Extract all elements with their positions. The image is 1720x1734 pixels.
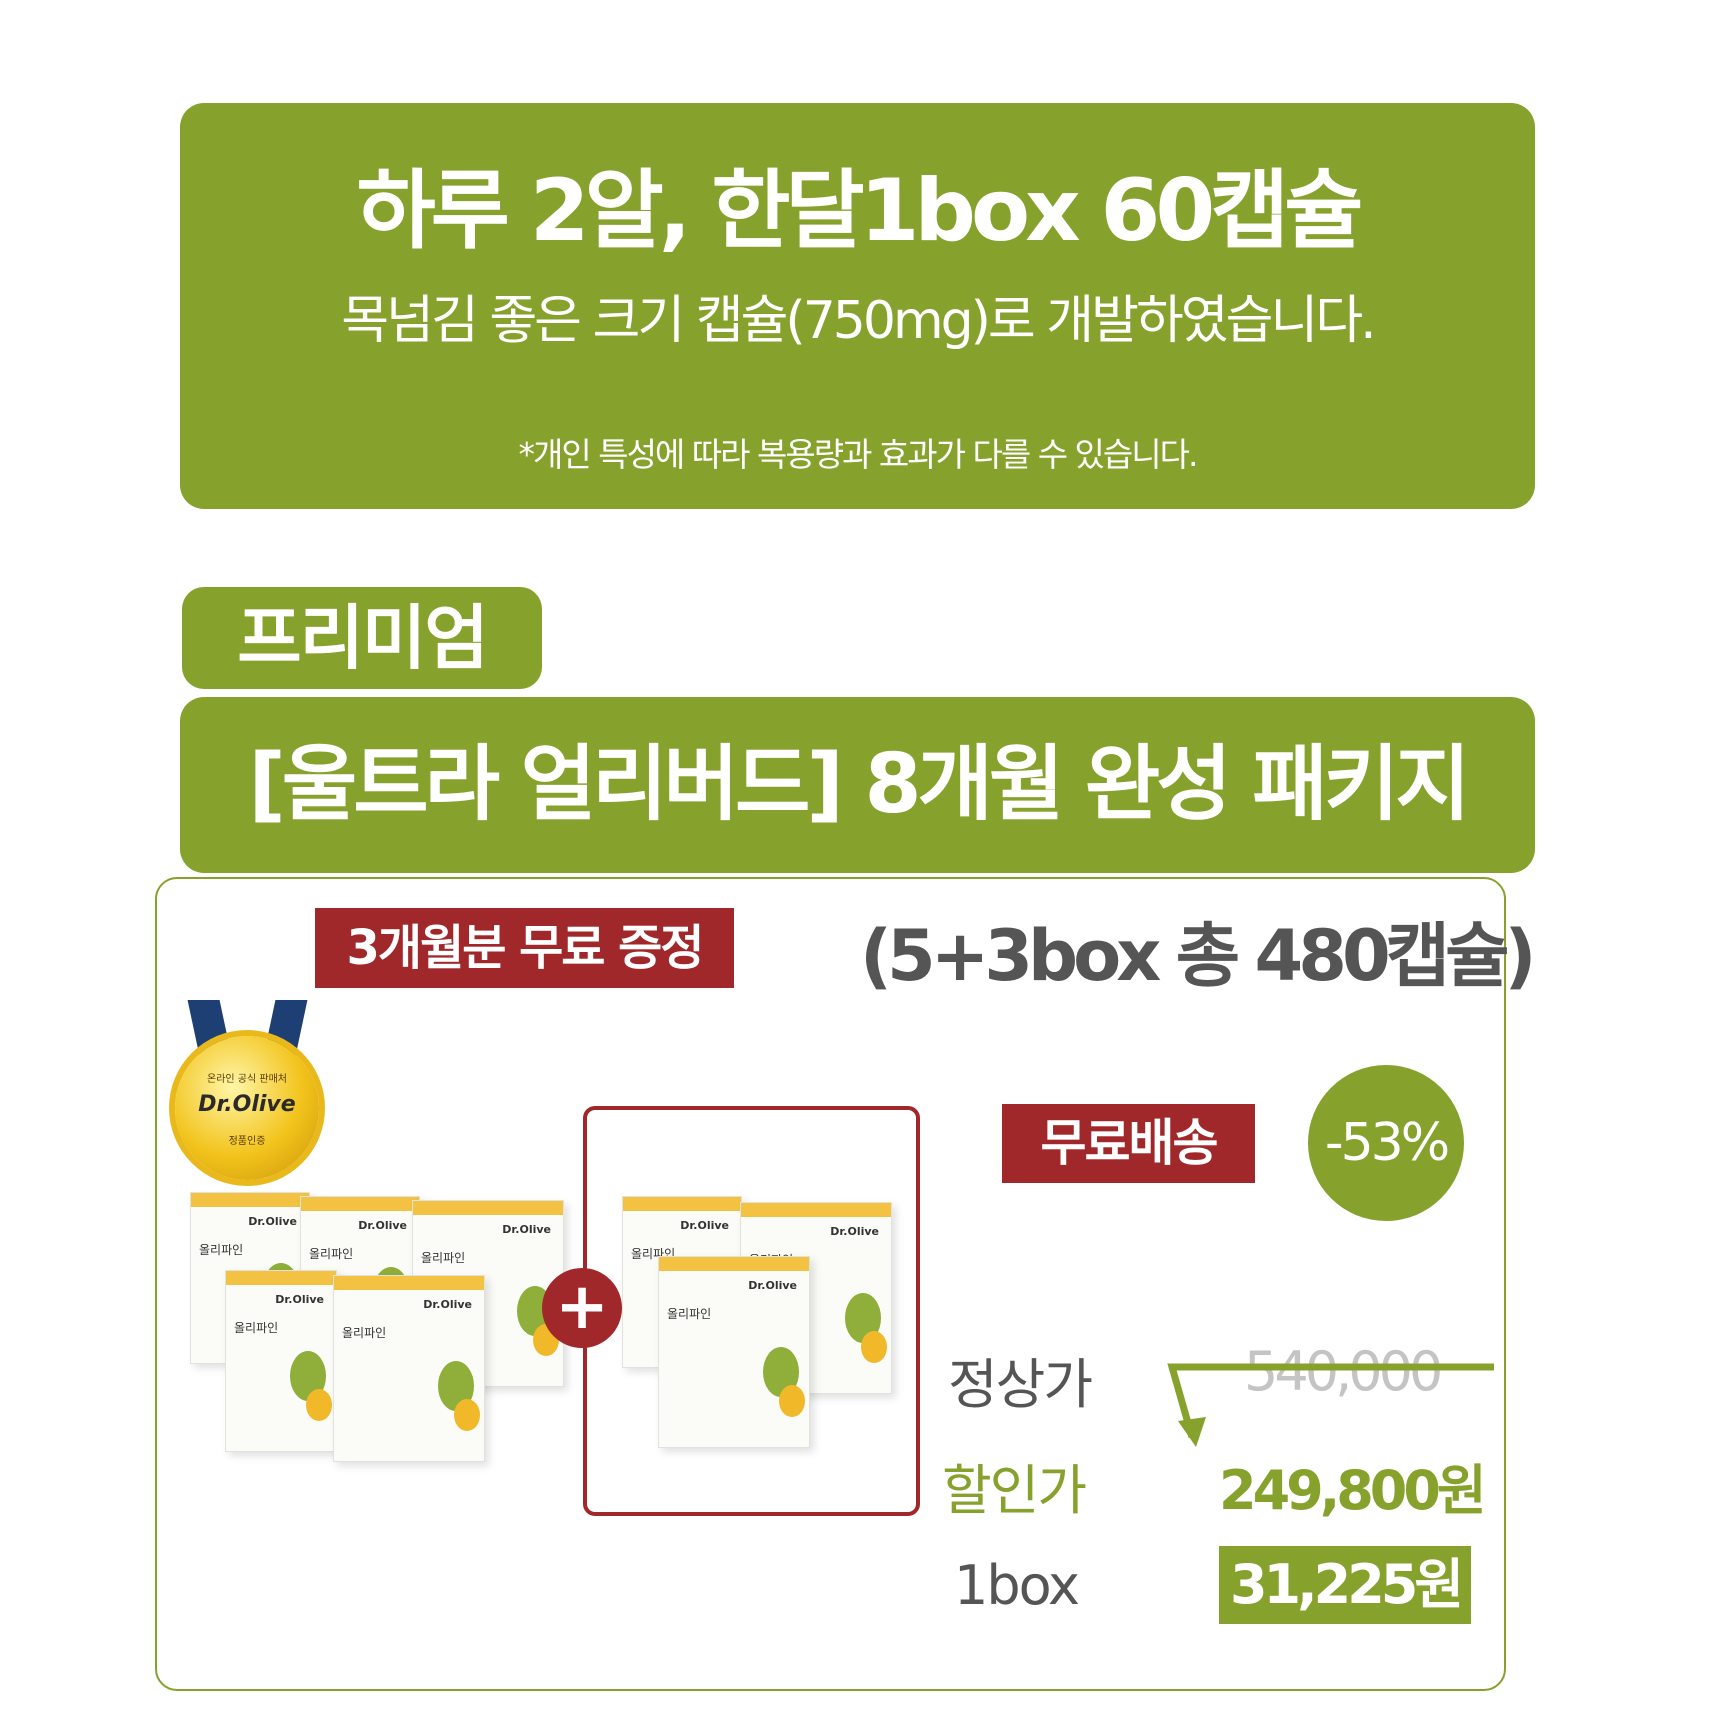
medal-brand: Dr.Olive	[198, 1092, 296, 1117]
unit-price-value: 31,225원	[1219, 1546, 1471, 1624]
price-drop-arrow-icon	[1167, 1363, 1494, 1447]
intro-banner: 하루 2알, 한달1box 60캡슐 목넘김 좋은 크기 캡슐(750mg)로 …	[180, 103, 1535, 509]
authentic-seller-medal: 온라인 공식 판매처 Dr.Olive 정품인증	[175, 1036, 319, 1180]
capsule-count: (5+3box 총 480캡슐)	[860, 915, 1536, 997]
plus-icon: +	[542, 1268, 622, 1348]
tier-badge: 프리미엄	[182, 587, 542, 689]
intro-note: *개인 특성에 따라 복용량과 효과가 다를 수 있습니다.	[518, 435, 1199, 474]
intro-title: 하루 2알, 한달1box 60캡슐	[356, 161, 1364, 261]
sale-price-label: 할인가	[942, 1459, 1087, 1522]
sale-price-value: 249,800원	[1219, 1459, 1487, 1522]
gift-label: 3개월분 무료 증정	[315, 908, 734, 988]
intro-subtitle: 목넘김 좋은 크기 캡슐(750mg)로 개발하였습니다.	[341, 291, 1376, 351]
regular-price-value: 540,000	[1244, 1340, 1443, 1403]
free-shipping-badge: 무료배송	[1002, 1104, 1255, 1183]
discount-badge: -53%	[1308, 1065, 1464, 1221]
package-card	[155, 877, 1506, 1691]
package-title: [울트라 얼리버드] 8개월 완성 패키지	[180, 697, 1535, 873]
medal-bottom-text: 정품인증	[228, 1136, 266, 1147]
unit-label: 1box	[954, 1554, 1080, 1617]
medal-top-text: 온라인 공식 판매처	[207, 1074, 287, 1085]
regular-price-label: 정상가	[948, 1353, 1093, 1416]
